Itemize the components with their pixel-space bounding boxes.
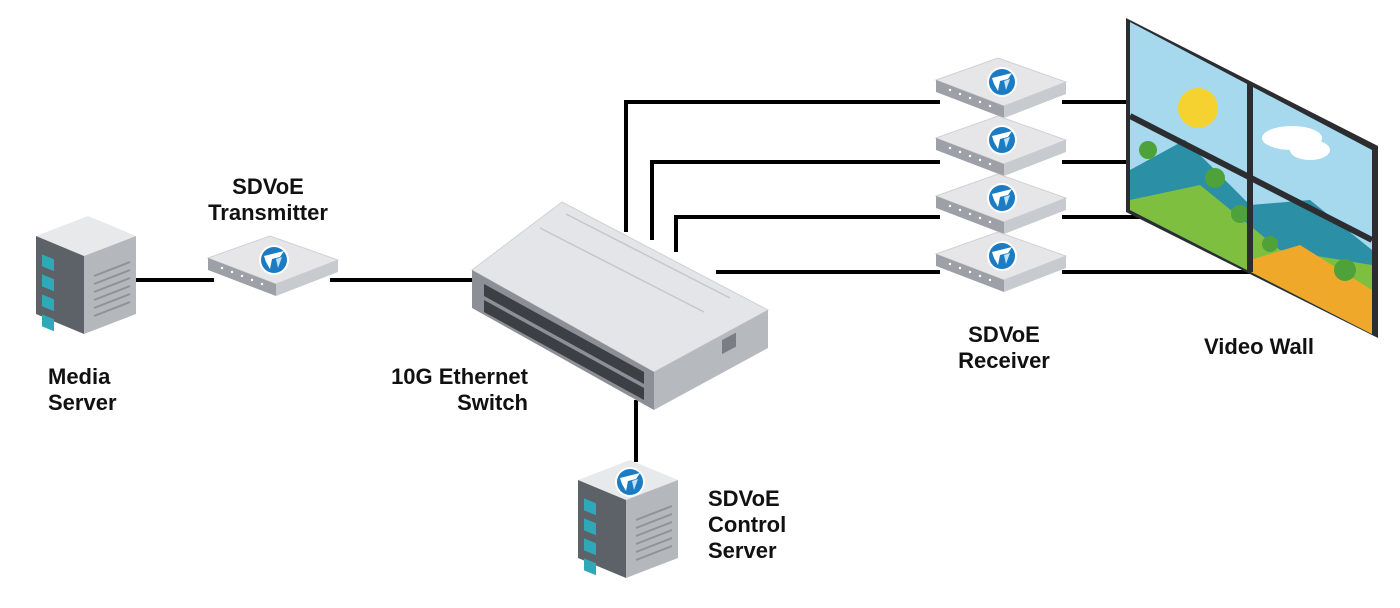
- cables: [136, 100, 1250, 462]
- label-video-wall: Video Wall: [1204, 334, 1315, 359]
- label-transmitter: SDVoE Transmitter: [208, 174, 328, 225]
- switch-ports: [484, 284, 644, 400]
- ethernet-switch-icon: [471, 201, 770, 410]
- cable-switch-receiver-1: [624, 100, 940, 232]
- video-wall-icon: [1126, 18, 1378, 338]
- control-server-icon: [577, 459, 679, 579]
- label-media-server: Media Server: [48, 364, 117, 415]
- sdvoe-receiver-4-icon: [936, 232, 1066, 292]
- sdvoe-receiver-3-icon: [936, 174, 1066, 234]
- sdvoe-receiver-1-icon: [936, 58, 1066, 118]
- sdvoe-receiver-2-icon: [936, 116, 1066, 176]
- label-switch: 10G Ethernet Switch: [391, 364, 528, 415]
- label-control-server: SDVoE Control Server: [708, 486, 787, 563]
- cable-switch-receiver-3: [674, 215, 940, 252]
- label-receiver: SDVoE Receiver: [958, 322, 1050, 373]
- sdvoe-transmitter-icon: [208, 236, 338, 296]
- cable-switch-receiver-2: [650, 160, 940, 240]
- media-server-icon: [35, 215, 137, 335]
